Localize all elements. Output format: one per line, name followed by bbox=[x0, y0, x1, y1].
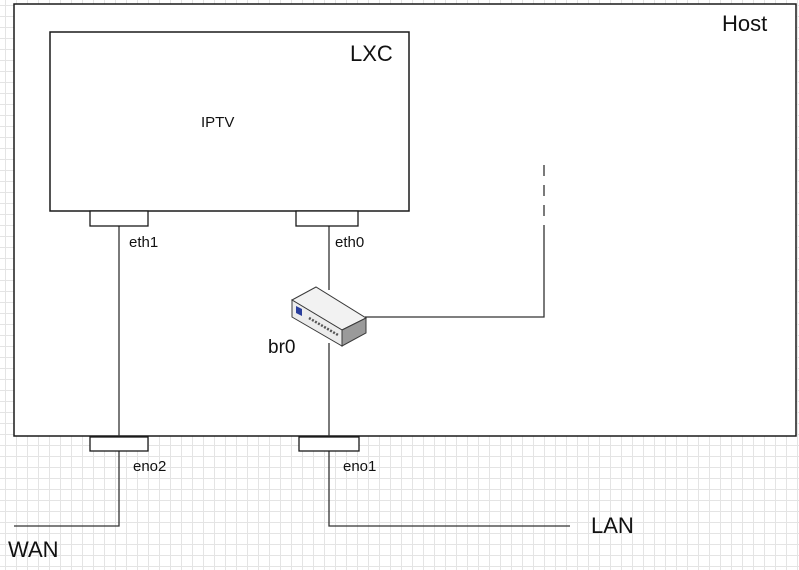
bridge-switch-icon bbox=[290, 286, 368, 347]
iptv-label: IPTV bbox=[201, 114, 235, 131]
wan-cable bbox=[14, 451, 120, 527]
lan-cable bbox=[328, 451, 570, 527]
wan-label: WAN bbox=[8, 537, 59, 562]
switch-port-strip bbox=[308, 316, 339, 337]
eno2-port bbox=[89, 436, 149, 452]
eth0-label: eth0 bbox=[335, 234, 365, 251]
lxc-label: LXC bbox=[350, 41, 393, 66]
lxc-container-box bbox=[49, 31, 410, 212]
eno1-port bbox=[298, 436, 360, 452]
lan-label: LAN bbox=[591, 513, 634, 538]
switch-side-face bbox=[341, 317, 367, 347]
switch-indicator bbox=[296, 306, 302, 316]
bridge-extension-line bbox=[365, 236, 545, 318]
host-label: Host bbox=[722, 11, 768, 36]
eth1-port bbox=[89, 210, 149, 227]
eth0-port bbox=[295, 210, 359, 227]
br0-label: br0 bbox=[268, 337, 296, 358]
eno1-label: eno1 bbox=[343, 458, 377, 475]
eno2-label: eno2 bbox=[133, 458, 167, 475]
eth1-label: eth1 bbox=[129, 234, 159, 251]
